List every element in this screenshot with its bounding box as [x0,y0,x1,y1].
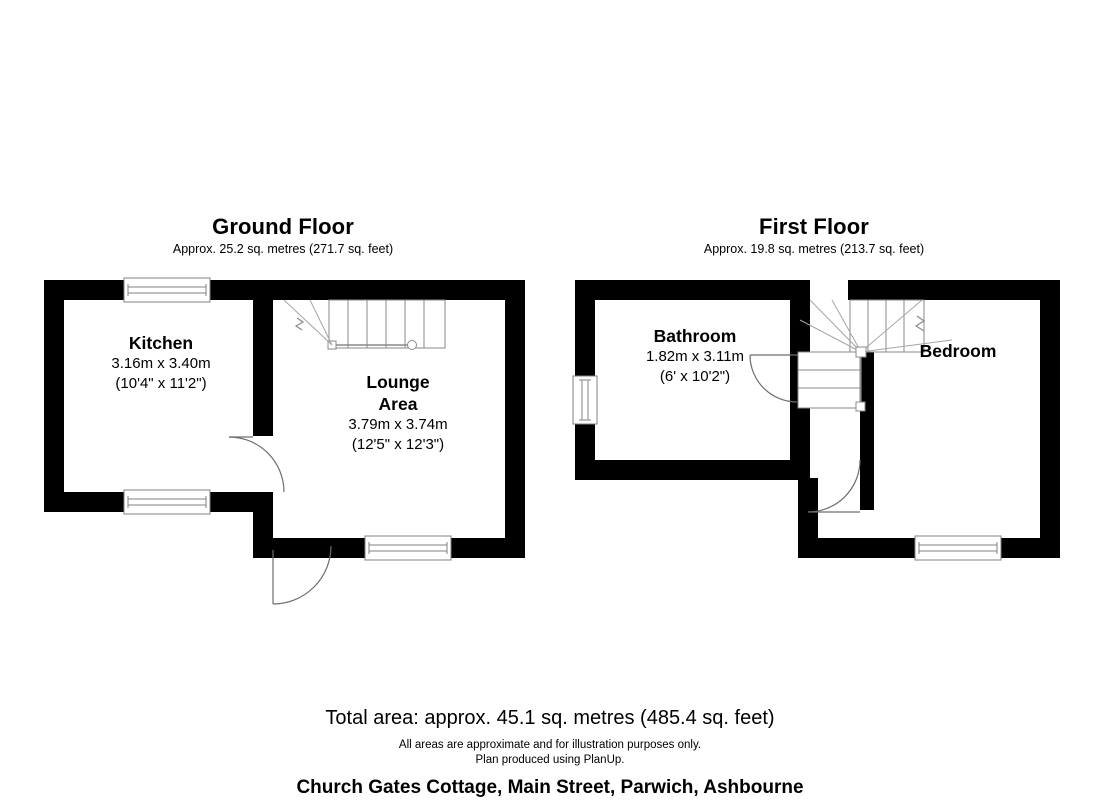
first-floor-heading: First Floor Approx. 19.8 sq. metres (213… [614,214,1014,258]
kitchen-name: Kitchen [128,333,194,353]
first-floor-title: First Floor [759,214,869,239]
kitchen-dim-metric: 3.16m x 3.40m [111,355,211,372]
staircase-winder-icon [797,299,953,412]
ground-floor-title: Ground Floor [212,214,354,239]
lounge-name-line1: Lounge [366,372,430,392]
disclaimer: All areas are approximate and for illust… [0,738,1100,768]
bathroom-dim-metric: 1.82m x 3.11m [645,348,745,365]
room-label-bedroom: Bedroom [872,340,1044,362]
bedroom-name: Bedroom [919,341,997,361]
window-lounge-south-icon [364,535,452,561]
lounge-dim-imperial: (12'5" x 12'3") [351,436,445,453]
property-address: Church Gates Cottage, Main Street, Parwi… [296,777,804,798]
window-bedroom-south-icon [914,535,1002,561]
door-bedroom-icon [807,459,861,513]
window-kitchen-south-icon [123,489,211,515]
room-label-kitchen: Kitchen 3.16m x 3.40m (10'4" x 11'2") [75,332,247,394]
lounge-name-line2: Area [378,394,418,414]
first-floor-interior [595,300,1040,538]
disclaimer-line-2: Plan produced using PlanUp. [475,754,625,766]
room-label-lounge: Lounge Area 3.79m x 3.74m (12'5" x 12'3"… [312,371,484,455]
ground-floor-area: Approx. 25.2 sq. metres (271.7 sq. feet) [172,242,394,256]
lounge-dim-metric: 3.79m x 3.74m [348,416,448,433]
kitchen-dim-imperial: (10'4" x 11'2") [115,375,207,392]
bathroom-dim-imperial: (6' x 10'2") [659,368,731,385]
ground-floor-plan-drawing [0,0,560,640]
first-floor-plan-drawing [560,0,1100,640]
disclaimer-line-1: All areas are approximate and for illust… [398,739,702,751]
door-kitchen-to-lounge-icon [228,436,285,493]
total-area-text: Total area: approx. 45.1 sq. metres (485… [325,707,775,729]
door-front-entrance-icon [272,545,332,605]
bathroom-name: Bathroom [653,326,737,346]
first-floor-area: Approx. 19.8 sq. metres (213.7 sq. feet) [703,242,925,256]
window-kitchen-north-icon [123,277,211,303]
window-bathroom-west-icon [572,375,598,425]
room-label-bathroom: Bathroom 1.82m x 3.11m (6' x 10'2") [609,325,781,387]
staircase-up-icon [283,299,446,350]
ground-floor-heading: Ground Floor Approx. 25.2 sq. metres (27… [83,214,483,258]
